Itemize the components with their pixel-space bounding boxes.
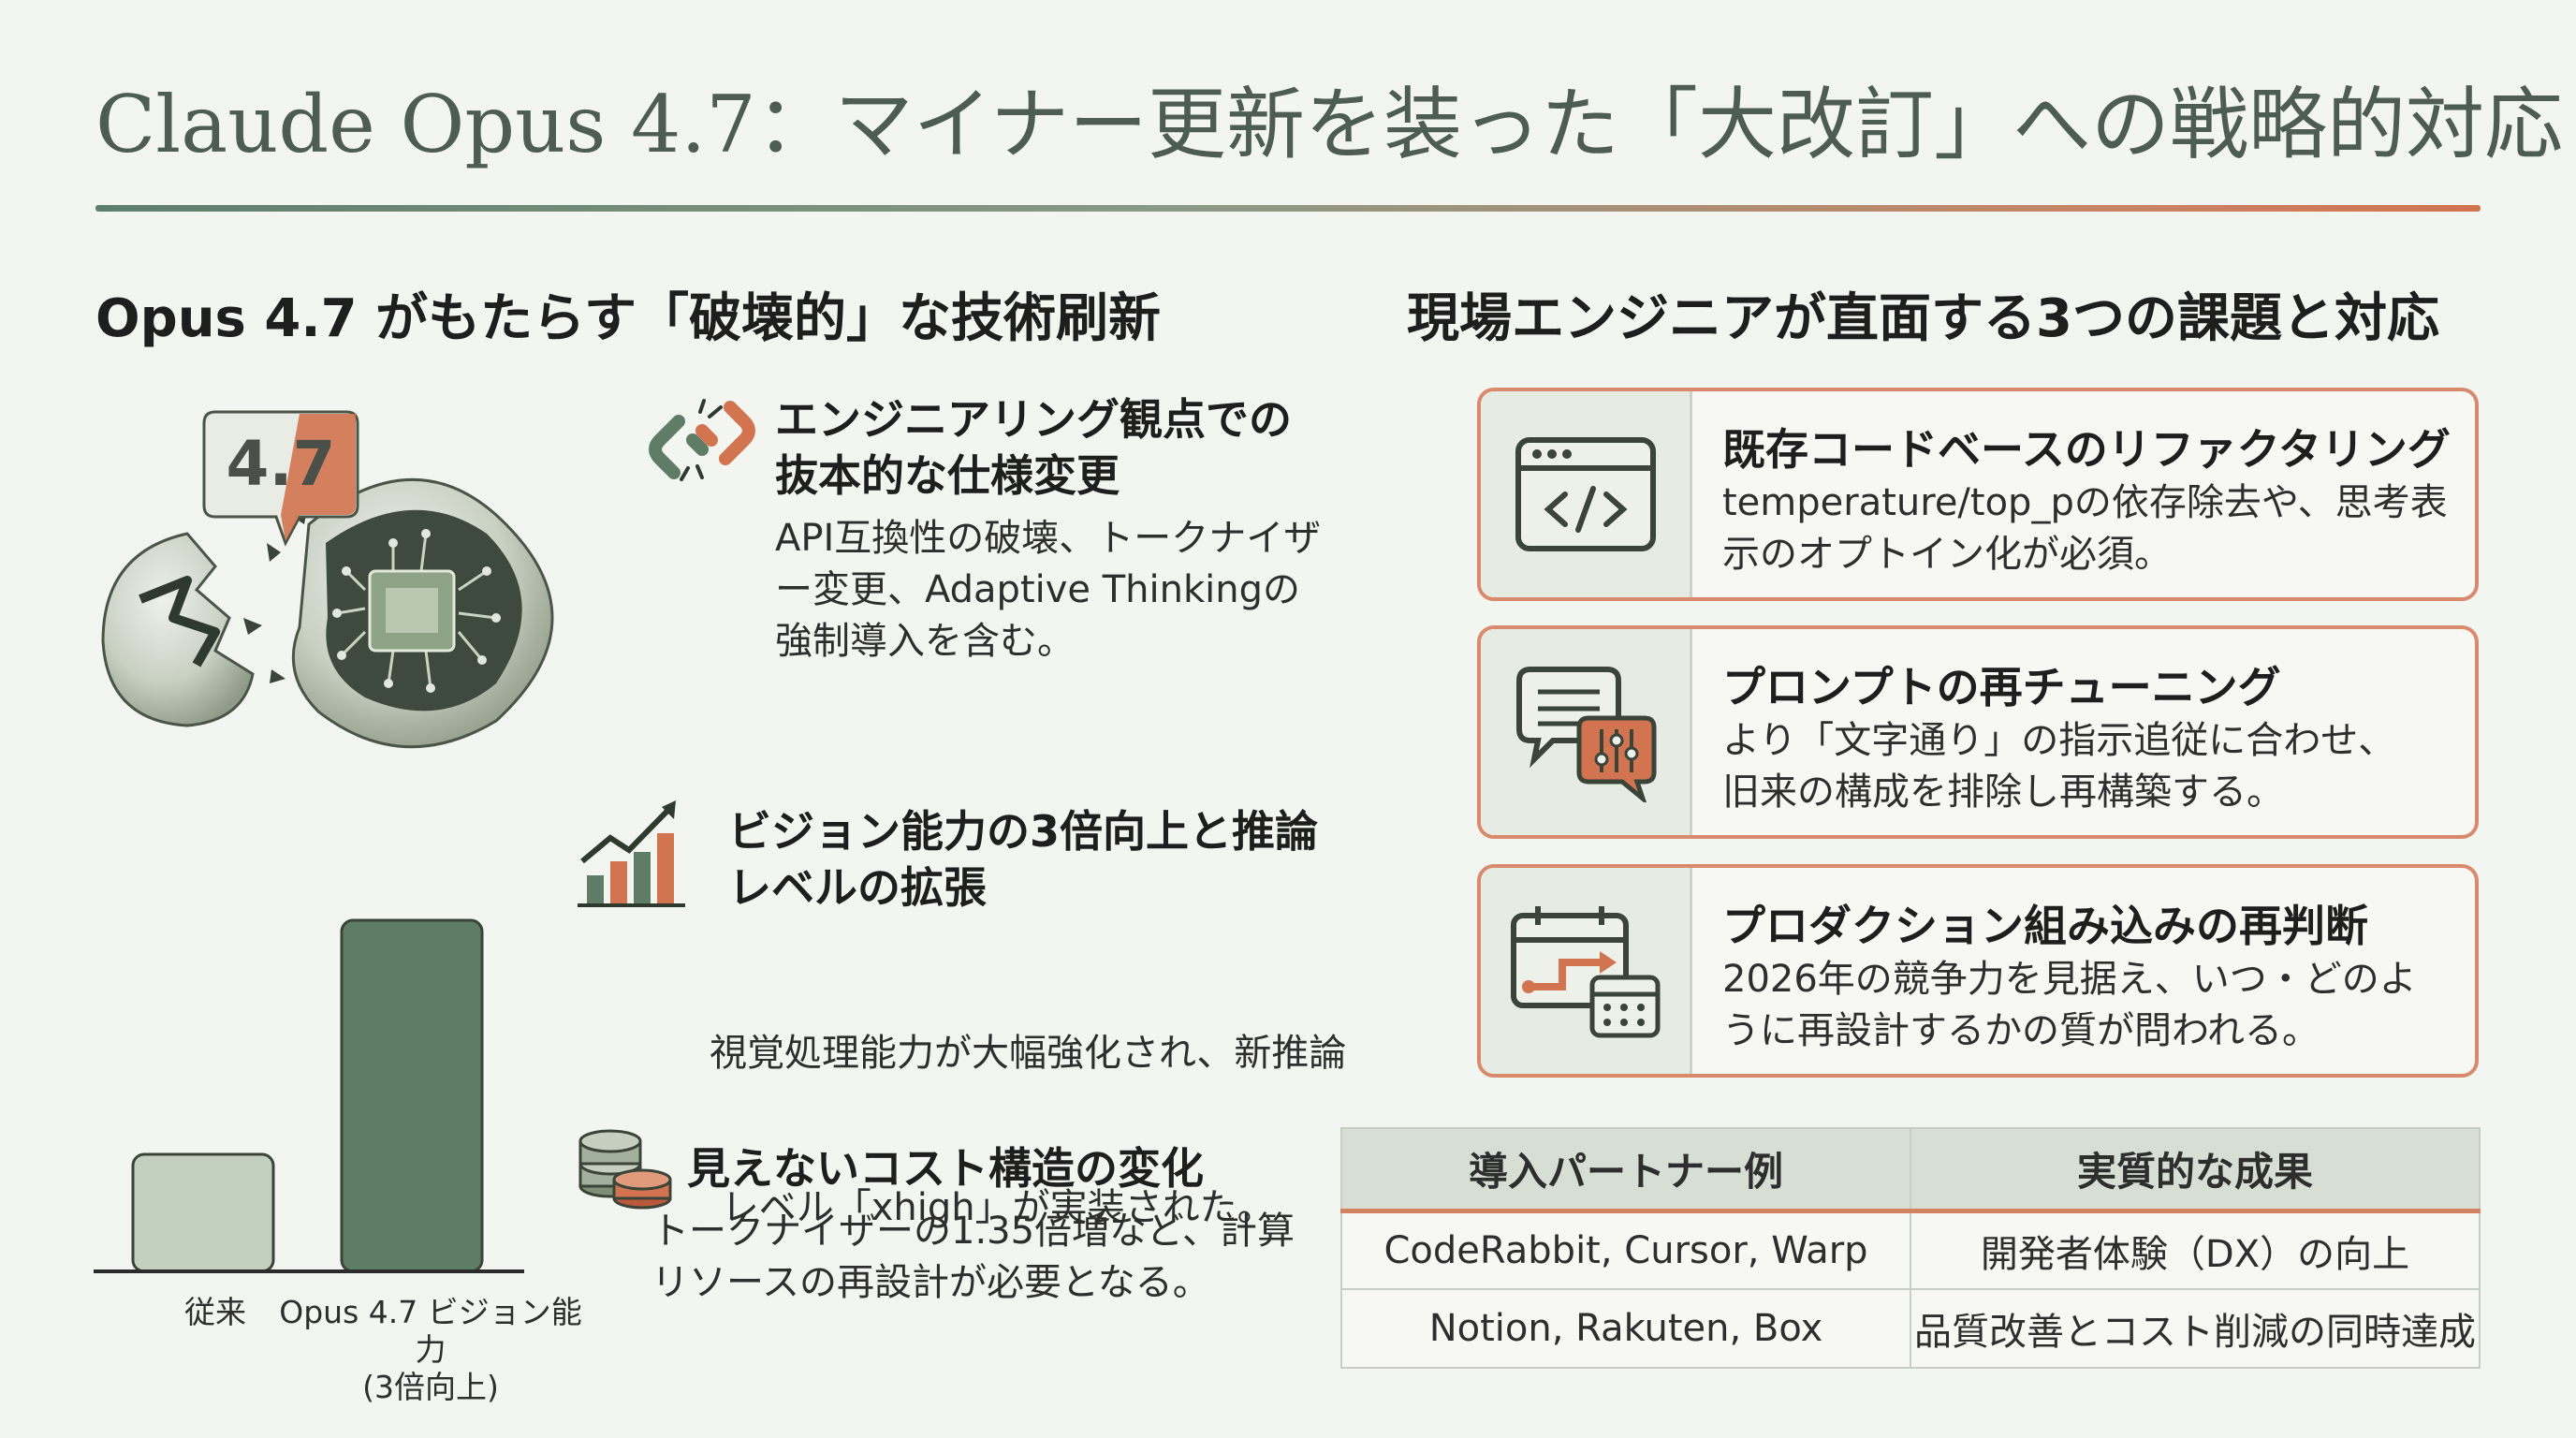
cracked-egg-chip-illustration: 4.7	[84, 403, 608, 758]
code-window-icon	[1515, 437, 1656, 551]
feature-cost-structure: 見えないコスト構造の変化 トークナイザーの1.35倍増など、計算 リソースの再設…	[651, 1140, 1363, 1309]
chart-bar-0	[131, 1152, 275, 1273]
card-title: 既存コードベースのリファクタリング	[1722, 424, 2451, 475]
partner-results-table: 導入パートナー例 実質的な成果 CodeRabbit, Cursor, Warp…	[1340, 1127, 2481, 1369]
chat-tuning-icon-box	[1481, 629, 1692, 835]
challenge-card-refactoring: 既存コードベースのリファクタリング temperature/top_pの依存除去…	[1477, 388, 2479, 601]
right-section-heading: 現場エンジニアが直面する3つの課題と対応	[1407, 288, 2439, 349]
card-title: プロンプトの再チューニング	[1722, 662, 2281, 712]
table-row: CodeRabbit, Cursor, Warp 開発者体験（DX）の向上	[1340, 1210, 2481, 1290]
slide-title: Claude Opus 4.7：マイナー更新を装った「大改訂」への戦略的対応	[95, 79, 2563, 170]
challenge-card-prompt-tuning: プロンプトの再チューニング より「文字通り」の指示追従に合わせ、 旧来の構成を排…	[1477, 625, 2479, 839]
feature-description: 視覚処理能力が大幅強化され、新推論 レベル「xhigh」が実装された。	[710, 1032, 1347, 1229]
table-cell: Notion, Rakuten, Box	[1340, 1288, 1911, 1369]
feature-description: トークナイザーの1.35倍増など、計算 リソースの再設計が必要となる。	[651, 1210, 1295, 1304]
feature-spec-change: エンジニアリング観点での 抜本的な仕様変更 API互換性の破壊、トークナイザ ー…	[775, 391, 1374, 668]
feature-title: エンジニアリング観点での 抜本的な仕様変更	[775, 394, 1292, 501]
code-window-icon-box	[1481, 391, 1692, 597]
chart-bar-1	[340, 918, 484, 1273]
table-cell: 開発者体験（DX）の向上	[1910, 1210, 2481, 1290]
table-cell: 品質改善とコスト削減の同時達成	[1910, 1288, 2481, 1369]
table-cell: CodeRabbit, Cursor, Warp	[1340, 1210, 1911, 1290]
vision-bar-chart: 従来 Opus 4.7 ビジョン能力 (3倍向上)	[84, 871, 608, 1405]
feature-vision-upgrade: ビジョン能力の3倍向上と推論 レベルの拡張 視覚処理能力が大幅強化され、新推論 …	[710, 803, 1382, 1337]
left-section-heading: Opus 4.7 がもたらす「破壊的」な技術刷新	[95, 288, 1161, 349]
table-row: Notion, Rakuten, Box 品質改善とコスト削減の同時達成	[1340, 1288, 2481, 1369]
growth-chart-icon	[573, 796, 690, 917]
version-badge-text: 4.7	[227, 428, 336, 500]
broken-link-icon	[646, 384, 758, 500]
feature-title: ビジョン能力の3倍向上と推論 レベルの拡張	[728, 806, 1319, 913]
feature-description: API互換性の破壊、トークナイザ ー変更、Adaptive Thinkingの …	[775, 517, 1322, 663]
coin-stack-icon	[575, 1128, 678, 1216]
chart-category-label-1: Opus 4.7 ビジョン能力 (3倍向上)	[279, 1294, 582, 1405]
chart-category-label-0: 従来	[184, 1294, 246, 1330]
chat-tuning-icon	[1515, 667, 1656, 802]
calendar-route-icon	[1510, 906, 1660, 1038]
card-title: プロダクション組み込みの再判断	[1722, 901, 2368, 951]
title-divider	[95, 205, 2481, 212]
challenge-card-production-decision: プロダクション組み込みの再判断 2026年の競争力を見据え、いつ・どのよ うに再…	[1477, 864, 2479, 1078]
card-description: より「文字通り」の指示追従に合わせ、 旧来の構成を排除し再構築する。	[1722, 719, 2396, 814]
card-description: temperature/top_pの依存除去や、思考表 示のオプトイン化が必須。	[1722, 481, 2448, 576]
card-description: 2026年の競争力を見据え、いつ・どのよ うに再設計するかの質が問われる。	[1722, 958, 2417, 1052]
table-header-partners: 導入パートナー例	[1340, 1127, 1911, 1213]
calendar-route-icon-box	[1481, 868, 1692, 1074]
table-header-row: 導入パートナー例 実質的な成果	[1340, 1127, 2481, 1213]
feature-title: 見えないコスト構造の変化	[687, 1143, 1204, 1194]
table-header-results: 実質的な成果	[1910, 1127, 2481, 1213]
